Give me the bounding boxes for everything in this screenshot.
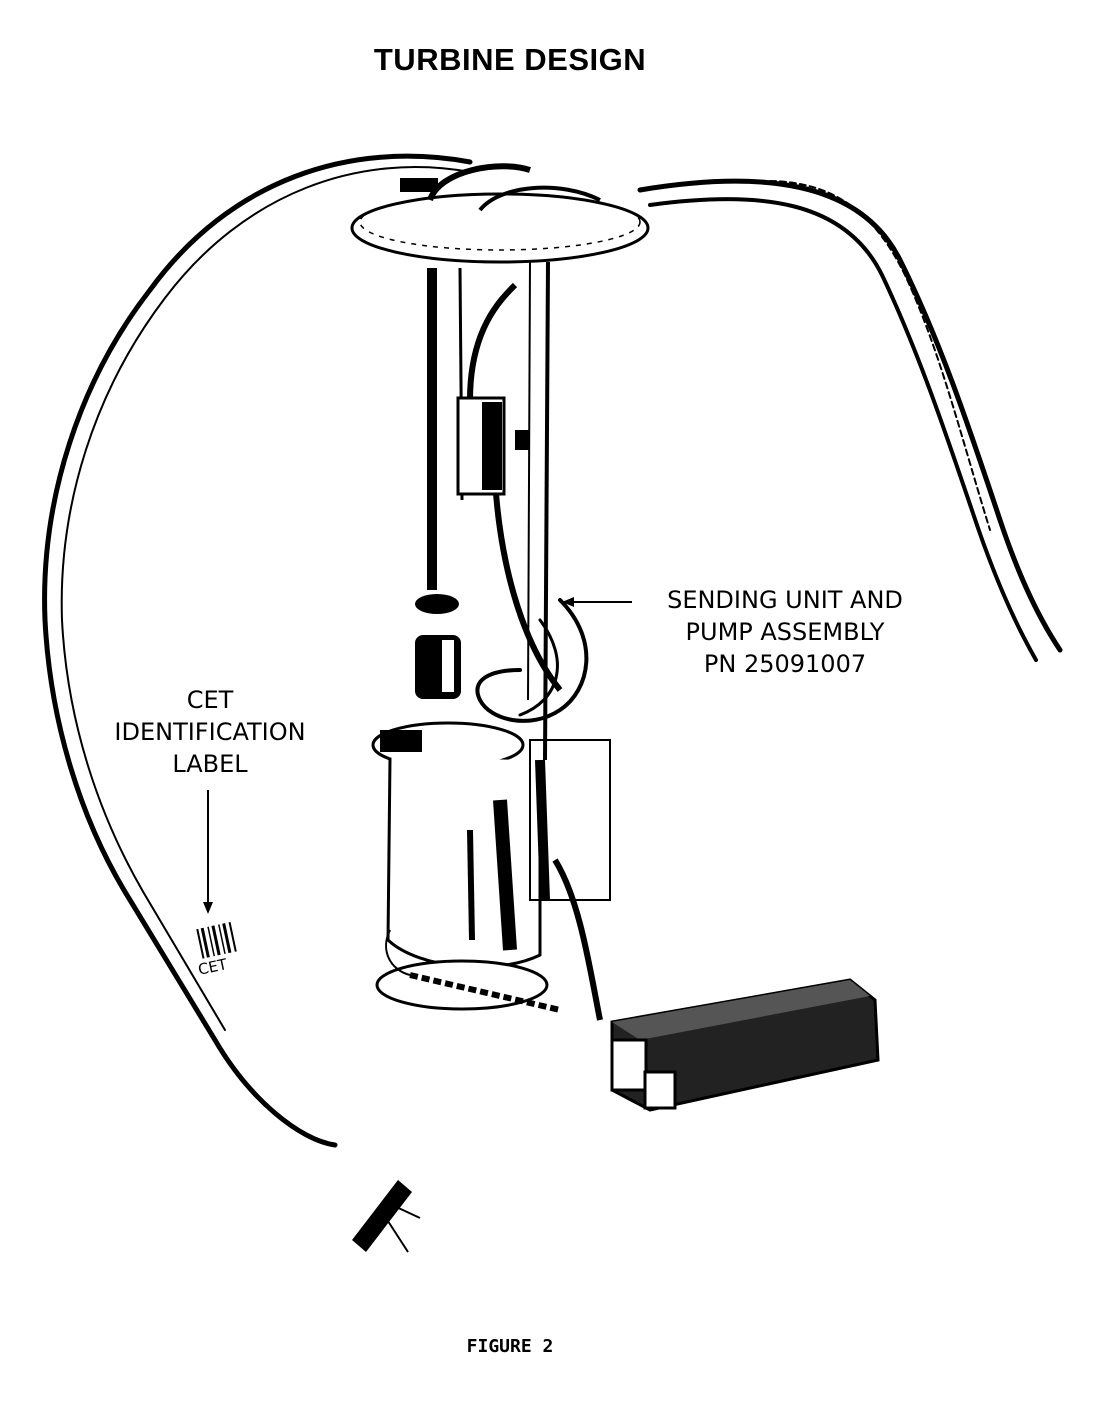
cet-callout-line-1: CET bbox=[186, 686, 234, 714]
cet-identification-callout: CET IDENTIFICATION LABEL bbox=[80, 684, 340, 780]
strainer-arm bbox=[552, 858, 603, 1021]
cet-callout-line-2: IDENTIFICATION bbox=[114, 718, 306, 746]
page-title: TURBINE DESIGN bbox=[373, 42, 647, 77]
right-fuel-hoses bbox=[637, 178, 1063, 662]
float-assembly bbox=[415, 594, 461, 699]
pump-callout-line-2: PUMP ASSEMBLY bbox=[685, 618, 885, 646]
strainer-sock bbox=[610, 978, 880, 1112]
figure-caption: FIGURE 2 bbox=[466, 1336, 554, 1357]
pump-callout-line-1: SENDING UNIT AND bbox=[667, 586, 903, 614]
left-fuel-hose bbox=[42, 153, 473, 1148]
cet-barcode-label bbox=[196, 922, 237, 959]
mounting-flange bbox=[350, 163, 650, 264]
pump-assembly-callout: SENDING UNIT AND PUMP ASSEMBLY PN 250910… bbox=[630, 584, 940, 680]
pump-callout-line-3: PN 25091007 bbox=[703, 650, 867, 678]
cet-callout-line-3: LABEL bbox=[172, 750, 248, 778]
wire-harness bbox=[475, 598, 589, 723]
electrical-connector bbox=[352, 1180, 421, 1253]
inline-connector bbox=[456, 396, 529, 496]
pump-body bbox=[371, 721, 611, 1013]
